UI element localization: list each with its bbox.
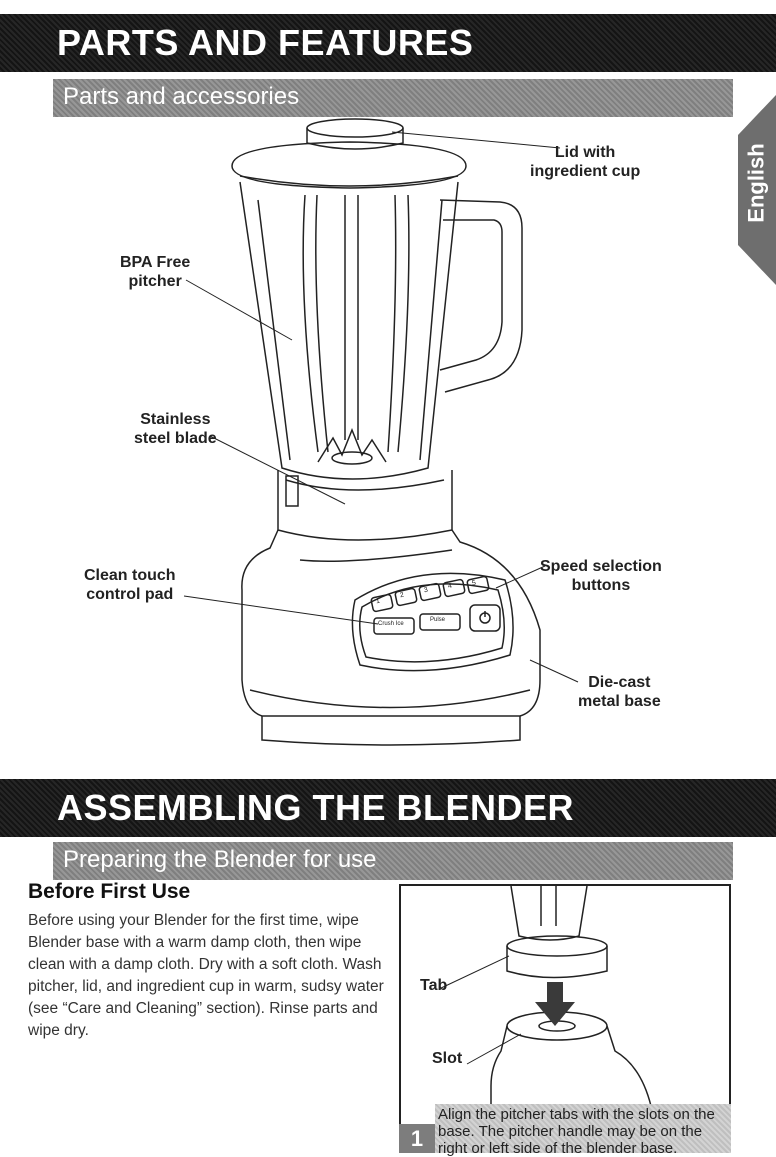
- callout-speed-line2: buttons: [571, 577, 631, 594]
- section-title-assembling: ASSEMBLING THE BLENDER: [57, 787, 575, 828]
- callout-control-pad-line1: Clean touch: [84, 567, 176, 584]
- crush-ice-button: Crush Ice: [378, 621, 404, 627]
- language-tab-shape: [738, 95, 776, 285]
- assembly-illustration: [438, 886, 652, 1151]
- step-text: Align the pitcher tabs with the slots on…: [438, 1106, 715, 1157]
- assembling-blender-banner: ASSEMBLING THE BLENDER: [0, 779, 776, 837]
- callout-base-line1: Die-cast: [588, 674, 651, 691]
- callout-speed-buttons: Speed selection buttons: [540, 557, 662, 595]
- parts-and-features-banner: PARTS AND FEATURES: [0, 14, 776, 72]
- callout-pitcher-line2: pitcher: [128, 273, 182, 290]
- callout-lid-line1: Lid with: [554, 144, 616, 161]
- callout-base-line2: metal base: [578, 693, 661, 710]
- step-text-background: [435, 1104, 731, 1153]
- step-number: 1: [399, 1124, 435, 1153]
- parts-accessories-banner: Parts and accessories: [53, 79, 733, 117]
- callout-blade-line1: Stainless: [140, 411, 211, 428]
- pulse-label: Pulse: [430, 617, 446, 623]
- section-subtitle-parts-accessories: Parts and accessories: [63, 83, 300, 110]
- callout-blade: Stainless steel blade: [134, 410, 217, 448]
- callout-control-pad-line2: control pad: [86, 586, 174, 603]
- before-first-use-text: Before using your Blender for the first …: [28, 912, 384, 1039]
- figure-tab-label: Tab: [420, 977, 448, 994]
- pulse-button: Pulse: [430, 617, 445, 623]
- callout-blade-line2: steel blade: [134, 430, 217, 447]
- before-first-use-heading: Before First Use: [28, 880, 191, 903]
- callout-lid: Lid with ingredient cup: [530, 143, 640, 181]
- section-title-parts-features: PARTS AND FEATURES: [57, 22, 474, 63]
- callout-control-pad: Clean touch control pad: [84, 566, 176, 604]
- blender-illustration: [183, 118, 579, 746]
- preparing-blender-banner: Preparing the Blender for use: [53, 842, 733, 880]
- callout-base: Die-cast metal base: [578, 673, 661, 711]
- crush-ice-label: Crush Ice: [378, 621, 404, 627]
- figure-slot-label: Slot: [432, 1050, 463, 1067]
- callout-pitcher: BPA Free pitcher: [120, 253, 190, 291]
- callout-pitcher-line1: BPA Free: [120, 254, 191, 271]
- callout-speed-line1: Speed selection: [540, 558, 662, 575]
- section-subtitle-preparing: Preparing the Blender for use: [63, 846, 377, 873]
- callout-lid-line2: ingredient cup: [530, 163, 641, 180]
